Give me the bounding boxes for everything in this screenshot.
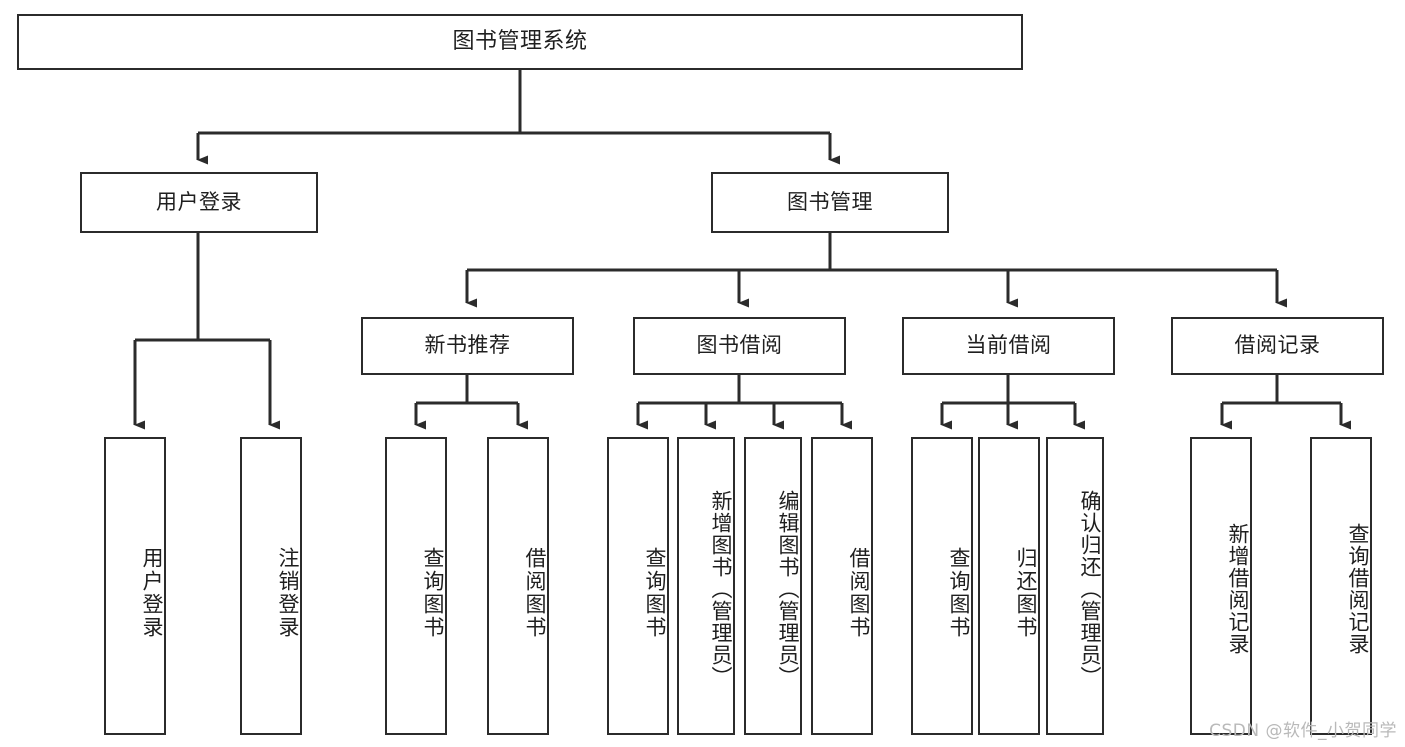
leaf-borrow-book-recommendation[interactable]: 借阅图书	[487, 437, 549, 735]
node-new-book-recommendation[interactable]: 新书推荐	[361, 317, 574, 375]
node-user-login[interactable]: 用户登录	[80, 172, 318, 233]
leaf-add-borrowing-record[interactable]: 新增借阅记录	[1190, 437, 1252, 735]
leaf-query-book-recommendation[interactable]: 查询图书	[385, 437, 447, 735]
node-label: 归还图书	[1014, 547, 1038, 639]
node-current-borrowing[interactable]: 当前借阅	[902, 317, 1115, 375]
leaf-return-book[interactable]: 归还图书	[978, 437, 1040, 735]
node-label: 借阅记录	[1234, 333, 1321, 358]
node-label: 图书管理	[787, 189, 873, 214]
node-book-borrowing[interactable]: 图书借阅	[633, 317, 846, 375]
node-book-management[interactable]: 图书管理	[711, 172, 949, 233]
leaf-query-book-current[interactable]: 查询图书	[911, 437, 973, 735]
node-root-book-management-system[interactable]: 图书管理系统	[17, 14, 1023, 70]
node-label: 借阅图书	[523, 547, 547, 639]
leaf-query-book-borrowing[interactable]: 查询图书	[607, 437, 669, 735]
node-label: 新增借阅记录	[1226, 523, 1250, 655]
node-label: 图书借阅	[696, 333, 783, 358]
leaf-borrow-book-borrowing[interactable]: 借阅图书	[811, 437, 873, 735]
leaf-confirm-return-admin[interactable]: 确认归还（管理员）	[1046, 437, 1104, 735]
leaf-query-borrowing-record[interactable]: 查询借阅记录	[1310, 437, 1372, 735]
leaf-logout[interactable]: 注销登录	[240, 437, 302, 735]
node-label: 借阅图书	[847, 547, 871, 639]
node-label: 用户登录	[156, 189, 242, 214]
node-label: 查询图书	[947, 547, 971, 639]
node-label: 图书管理系统	[452, 28, 588, 54]
leaf-add-book-admin[interactable]: 新增图书（管理员）	[677, 437, 735, 735]
node-label: 确认归还（管理员）	[1078, 490, 1102, 688]
leaf-user-login[interactable]: 用户登录	[104, 437, 166, 735]
node-label: 查询借阅记录	[1346, 523, 1370, 655]
node-label: 查询图书	[643, 547, 667, 639]
node-label: 查询图书	[421, 547, 445, 639]
node-label: 注销登录	[276, 547, 300, 639]
watermark-text: CSDN @软件_小贺同学	[1209, 721, 1397, 741]
node-borrowing-records[interactable]: 借阅记录	[1171, 317, 1384, 375]
leaf-edit-book-admin[interactable]: 编辑图书（管理员）	[744, 437, 802, 735]
node-label: 编辑图书（管理员）	[776, 490, 800, 688]
node-label: 新增图书（管理员）	[709, 490, 733, 688]
node-label: 用户登录	[140, 547, 164, 639]
node-label: 当前借阅	[965, 333, 1052, 358]
node-label: 新书推荐	[424, 333, 511, 358]
